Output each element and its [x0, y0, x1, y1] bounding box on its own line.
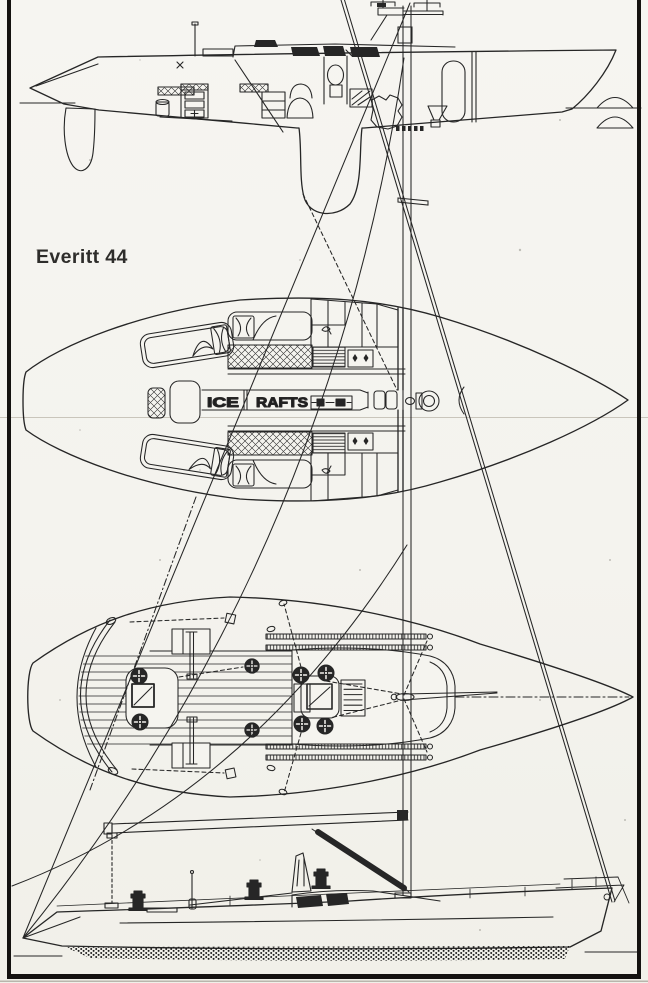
winch: [292, 666, 310, 684]
pedestal-winch: [244, 879, 264, 900]
engine-control-symbols: [310, 395, 353, 410]
side-cutaway-profile-view: [19, 21, 642, 215]
engine: [370, 94, 403, 130]
label-ice: ICE: [207, 395, 239, 410]
aft-berth-starboard: [139, 433, 235, 481]
forestay: [340, 0, 616, 903]
scan-noise: [36, 59, 626, 931]
backstay: [22, 2, 411, 939]
winch: [317, 664, 335, 682]
waterline: [19, 102, 642, 109]
genoa-tracks: [265, 633, 434, 761]
pedestal-winch: [128, 890, 148, 911]
boom-vang: [315, 829, 407, 891]
exterior-profile-view: [13, 810, 641, 961]
hull-outline: [29, 49, 617, 215]
accommodation-plan-view: ICE RAFTS: [22, 297, 629, 502]
winch: [293, 715, 311, 733]
winch: [244, 658, 260, 674]
halyard: [11, 544, 408, 887]
cabin-windows: [296, 893, 349, 908]
winch: [131, 713, 149, 731]
interior-cutaway: [155, 51, 634, 133]
drawing-title: Everitt 44: [36, 246, 128, 268]
coaming-winch: [254, 40, 278, 47]
label-rafts: RAFTS: [256, 395, 308, 410]
pedestal-winch: [311, 868, 331, 889]
backstay-runner: [22, 57, 405, 939]
masthead-instruments: [370, 0, 444, 44]
cabin-windows: [291, 46, 380, 57]
hull-outline: [22, 297, 629, 502]
windscreen: [291, 852, 312, 893]
winch: [316, 717, 334, 735]
antifouling-band: [65, 946, 570, 961]
mast: [402, 5, 412, 896]
boom: [111, 811, 409, 834]
rig-overlay: [11, 0, 616, 939]
rudder: [63, 107, 96, 172]
deck-plan-view: [27, 596, 634, 798]
aft-berth-port: [139, 321, 235, 369]
